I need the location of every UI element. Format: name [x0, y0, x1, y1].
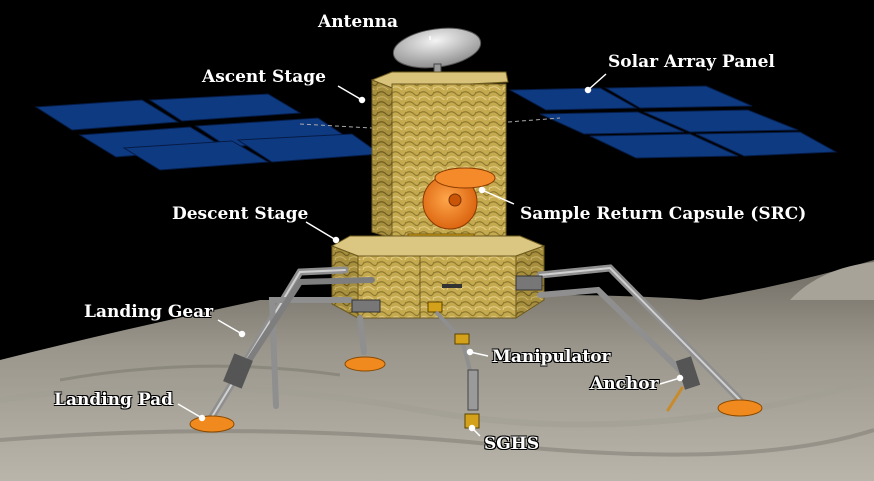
- label-ascent-stage: Ascent Stage: [202, 67, 326, 87]
- manipulator-arm: [434, 310, 480, 429]
- label-solar-array-panel: Solar Array Panel: [608, 52, 775, 72]
- antenna-dish: [392, 27, 482, 79]
- label-descent-stage: Descent Stage: [172, 204, 309, 224]
- label-landing-pad: Landing Pad: [54, 390, 174, 410]
- callout-lines: [177, 36, 684, 437]
- label-sghs: SGHS: [484, 434, 540, 454]
- label-sample-return-capsule: Sample Return Capsule (SRC): [520, 204, 807, 224]
- label-antenna: Antenna: [318, 12, 398, 32]
- solar-array-right: [507, 85, 838, 159]
- label-anchor: Anchor: [590, 374, 659, 394]
- solar-array-left: [34, 93, 382, 171]
- sample-return-capsule: [407, 167, 496, 249]
- landing-gear-right: [515, 264, 744, 412]
- label-manipulator: Manipulator: [492, 347, 611, 367]
- landing-gear-left: [206, 266, 381, 424]
- label-landing-gear: Landing Gear: [84, 302, 214, 322]
